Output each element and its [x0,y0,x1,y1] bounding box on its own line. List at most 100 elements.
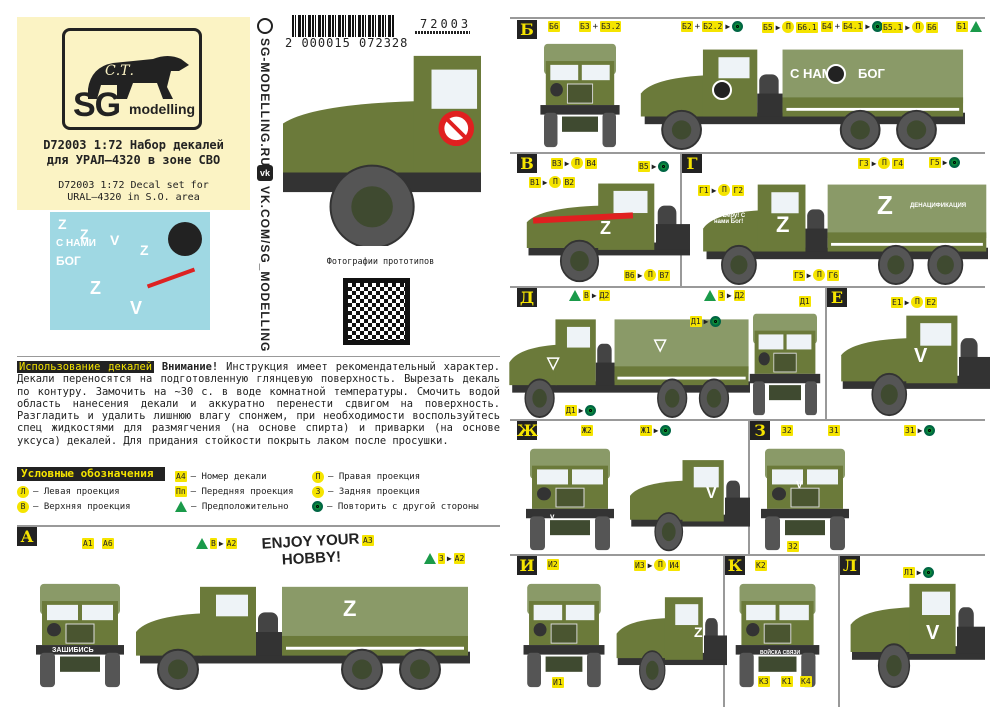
callout-k: К2 [755,560,767,571]
decal-number-label: Б6 [548,21,560,32]
sheet-glyph: Z [90,278,101,298]
legend-item: П– Правая проекция [312,471,420,483]
decal-number-label: Г3 [858,157,870,169]
decal-number-label: Б4 [821,21,833,32]
truck-front-view [518,580,610,690]
arrow-icon: ▶ [725,22,731,31]
sheet-glyph: Z [58,216,67,232]
decal-number-label: И2 [547,559,559,570]
qr-code[interactable] [343,278,410,345]
decal-number-label: Г6 [827,269,840,281]
legend-heading: Условные обозначения [17,467,165,481]
callout-a: З▶А2 [424,553,466,564]
callout-zh: Ж1▶ [640,425,672,436]
decal-number-label: Г4 [892,157,905,169]
arrow-icon: ▶ [637,270,643,280]
black-circle-decal [168,222,202,256]
arrow-icon: ▶ [942,158,948,167]
truck-front-view [730,580,825,690]
logo-text: SG [73,86,121,124]
arrow-icon: ▶ [653,426,659,435]
section-e-badge: Е [827,288,847,307]
section-g-badge: Г [682,154,702,173]
callout-k: К4 [800,676,812,687]
arrow-icon: ▶ [806,270,812,280]
decal-number-label: В7 [658,269,671,281]
decal-number-label: Б5.1 [882,21,904,33]
arrow-icon: ▶ [578,406,584,415]
callout-v: В5▶ [638,161,670,172]
projection-badge: П [644,269,657,281]
projection-badge: В [17,501,29,513]
vk-link-text[interactable]: VK.COM/SG_MODELLING [258,186,272,353]
decal-number-label: И1 [552,677,564,688]
small-barcode [415,31,470,34]
arrow-icon: ▶ [916,568,922,577]
barcode [292,15,395,37]
arrow-icon: ▶ [865,22,871,31]
decal-number-label: Г5 [793,269,805,281]
callout-a: А1 [82,538,94,549]
decal-number-label: Б6 [926,21,938,33]
header-panel [17,17,250,210]
section-zh-badge: Ж [517,421,538,440]
decal-number-label: Б1 [956,21,968,32]
arrow-icon: ▶ [703,317,709,326]
arrow-icon: ▶ [651,162,657,171]
repeat-other-side-icon [312,501,323,512]
decal-number-label: З [718,290,725,301]
truck-cab-illustration [283,50,481,249]
section-z-badge: З [750,421,770,440]
legend-text: – Правая проекция [328,472,421,482]
callout-b: Б2+Б2.2▶ [681,21,744,32]
logo-subtext: modelling [129,101,196,117]
truck-side-view [130,577,470,690]
truck-cab-view [612,592,727,692]
legend-item: – Повторить с другой стороны [312,501,479,512]
website-text[interactable]: SG-MODELLING.RU [258,38,272,167]
truck-cab-view [835,310,990,418]
section-v-badge: В [517,154,537,173]
callout-d: Д1▶ [565,405,597,416]
callout-d: Д1 [799,296,811,307]
divider [510,286,985,288]
decal-number-label: Пп [175,486,187,497]
sheet-glyph: Z [80,226,89,242]
instructions-heading: Использование декалей [17,361,154,373]
decal-number-label: Л1 [903,567,915,578]
decal-number-label: В [583,290,590,301]
decal-circle [712,80,732,100]
projection-badge: П [654,559,667,571]
product-code: 72003 [420,17,472,31]
arrow-icon: ▶ [775,22,781,32]
callout-a: А3 [362,535,374,546]
truck-side-view [698,175,988,285]
projection-badge: Л [17,486,29,498]
sheet-glyph: Z [140,242,149,258]
legend-item: Л– Левая проекция [17,486,120,498]
sheet-glyph: С НАМИ [56,238,96,249]
legend-item: В– Верхняя проекция [17,501,131,513]
truck-front-view [745,310,825,418]
repeat-other-side-icon [585,405,597,416]
attention-label: Внимание! [161,361,219,373]
decal-number-label: К4 [800,676,812,687]
arrow-icon: ▶ [904,297,910,307]
arrow-icon: ▶ [564,158,570,168]
sheet-glyph: V [130,298,143,318]
projection-badge: П [571,157,584,169]
decal-number-label: Б2.2 [702,21,724,32]
decal-number-label: З1 [828,425,840,436]
decal-number-label: З [438,553,445,564]
presumed-triangle-icon [569,290,581,301]
instructions: Использование декалей Внимание! Инструкц… [17,361,500,447]
legend-item: Пп– Передняя проекция [175,486,294,497]
decal-number-label: Б3 [579,21,591,32]
decal-number-label: В3 [551,157,563,169]
